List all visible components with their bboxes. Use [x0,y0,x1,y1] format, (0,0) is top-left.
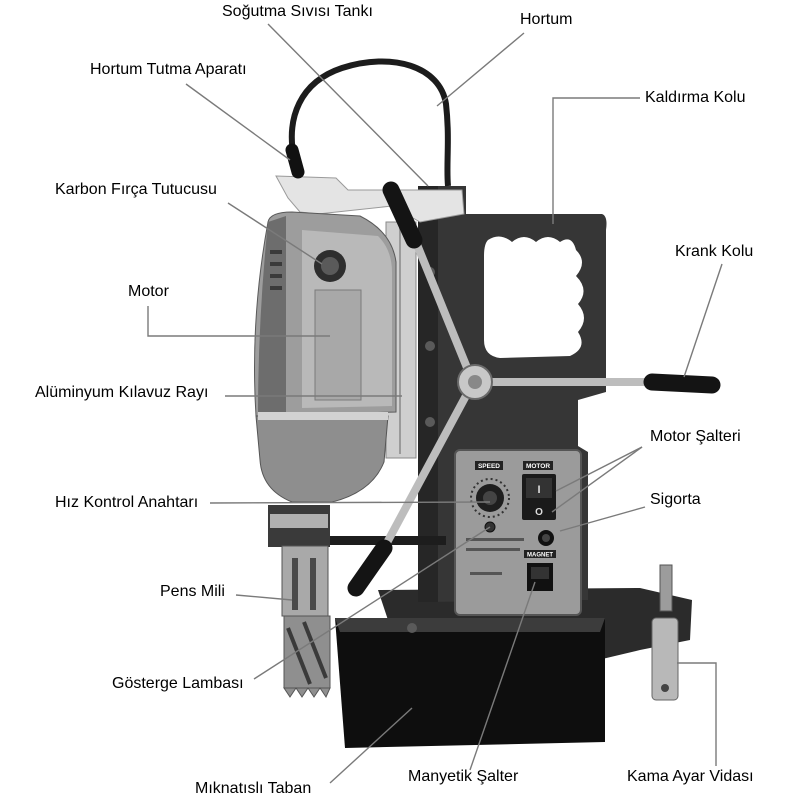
panel-fine-print [466,538,524,541]
label-motor-salteri: Motor Şalteri [650,428,741,445]
leader-miknatisli-taban [329,707,413,784]
magnet-label: MAGNET [527,553,553,559]
lift-handle-opening [484,236,584,358]
column-screw [425,417,435,427]
magnet-label-plate [524,550,556,558]
coolant-tank [275,175,465,223]
magnet-switch-rocker [531,567,549,579]
hose-holder [285,143,305,179]
cutter-teeth [283,687,331,699]
leader-motor-salteri-b [551,446,643,513]
cutter-shank [281,545,329,617]
leader-motor [147,306,330,337]
lower-lever-rod [371,390,472,567]
magnetic-base [335,618,605,748]
leader-sigorta [559,506,646,532]
gib-screw-sleeve [651,617,679,701]
speed-label: SPEED [478,463,500,470]
label-pens-mili: Pens Mili [160,583,225,600]
speed-dial-scale [470,478,510,518]
leader-hortum [436,32,525,107]
cutter-flute [310,558,316,610]
motor-switch-off-mark: O [535,507,543,518]
leader-manyetik-salter [469,581,536,771]
lever-hub-center [468,375,482,389]
magnetic-base-top-face [335,618,605,632]
gib-screw-hole [661,684,669,692]
leader-hortum-tutma-aparati [185,83,291,161]
leader-karbon-firca-tutucusu [227,202,323,265]
label-kama-ayar-vidasi: Kama Ayar Vidası [627,768,754,785]
motor-vent [270,274,282,278]
cutter-flute [292,558,298,610]
leader-motor-salteri-a [555,446,643,492]
panel-fine-print [470,572,502,575]
motor-label: MOTOR [526,463,550,470]
label-miknatisli-taban: Mıknatıslı Taban [195,780,312,797]
label-gosterge-lambasi: Gösterge Lambası [112,675,244,692]
leader-gosterge-lambasi [253,526,491,680]
arbor-chuck-ring [270,514,328,528]
label-hortum-tutma-aparati: Hortum Tutma Aparatı [90,61,247,78]
gearhead-band [258,412,388,420]
panel-fine-print [466,548,520,551]
cutter-spiral [302,621,328,679]
label-sogutma-sivisi-tanki: Soğutma Sıvısı Tankı [222,3,373,20]
coolant-hose [288,58,451,187]
motor-vent [270,286,282,290]
label-karbon-firca-tutucusu: Karbon Fırça Tutucusu [55,181,217,198]
label-aluminyum-kilavuz-rayi: Alüminyum Kılavuz Rayı [35,384,209,401]
column-screw [425,341,435,351]
leader-kaldirma-kolu [552,97,640,224]
leader-sogutma-sivisi-tanki [267,23,429,187]
label-krank-kolu: Krank Kolu [675,243,754,260]
motor-switch-on-mark: I [537,484,540,496]
label-kaldirma-kolu: Kaldırma Kolu [645,89,746,106]
label-sigorta: Sigorta [650,491,701,508]
leader-kama-ayar-vidasi [677,662,717,766]
label-hortum: Hortum [520,11,573,28]
motor-vent [270,262,282,266]
motor-name-plate [314,289,362,401]
label-manyetik-salter: Manyetik Şalter [408,768,519,785]
motor-vent [270,250,282,254]
cutter-spiral [286,627,312,685]
label-hiz-kontrol-anahtari: Hız Kontrol Anahtarı [55,494,199,511]
leader-hiz-kontrol-anahtari [209,501,491,504]
lower-lever-knob [347,539,393,597]
leader-krank-kolu [683,263,723,378]
lift-lever-knob [382,181,423,249]
motor-switch-rocker [526,478,552,498]
motor-label-plate [523,461,553,470]
fuse-holder-cap [542,534,550,542]
label-motor: Motor [128,283,169,300]
leader-pens-mili [235,594,293,601]
carbon-brush-cap [321,257,339,275]
speed-label-plate [475,461,503,470]
crank-arm-knob [643,373,721,394]
gib-screw-top [659,564,673,612]
column-screw [407,623,417,633]
